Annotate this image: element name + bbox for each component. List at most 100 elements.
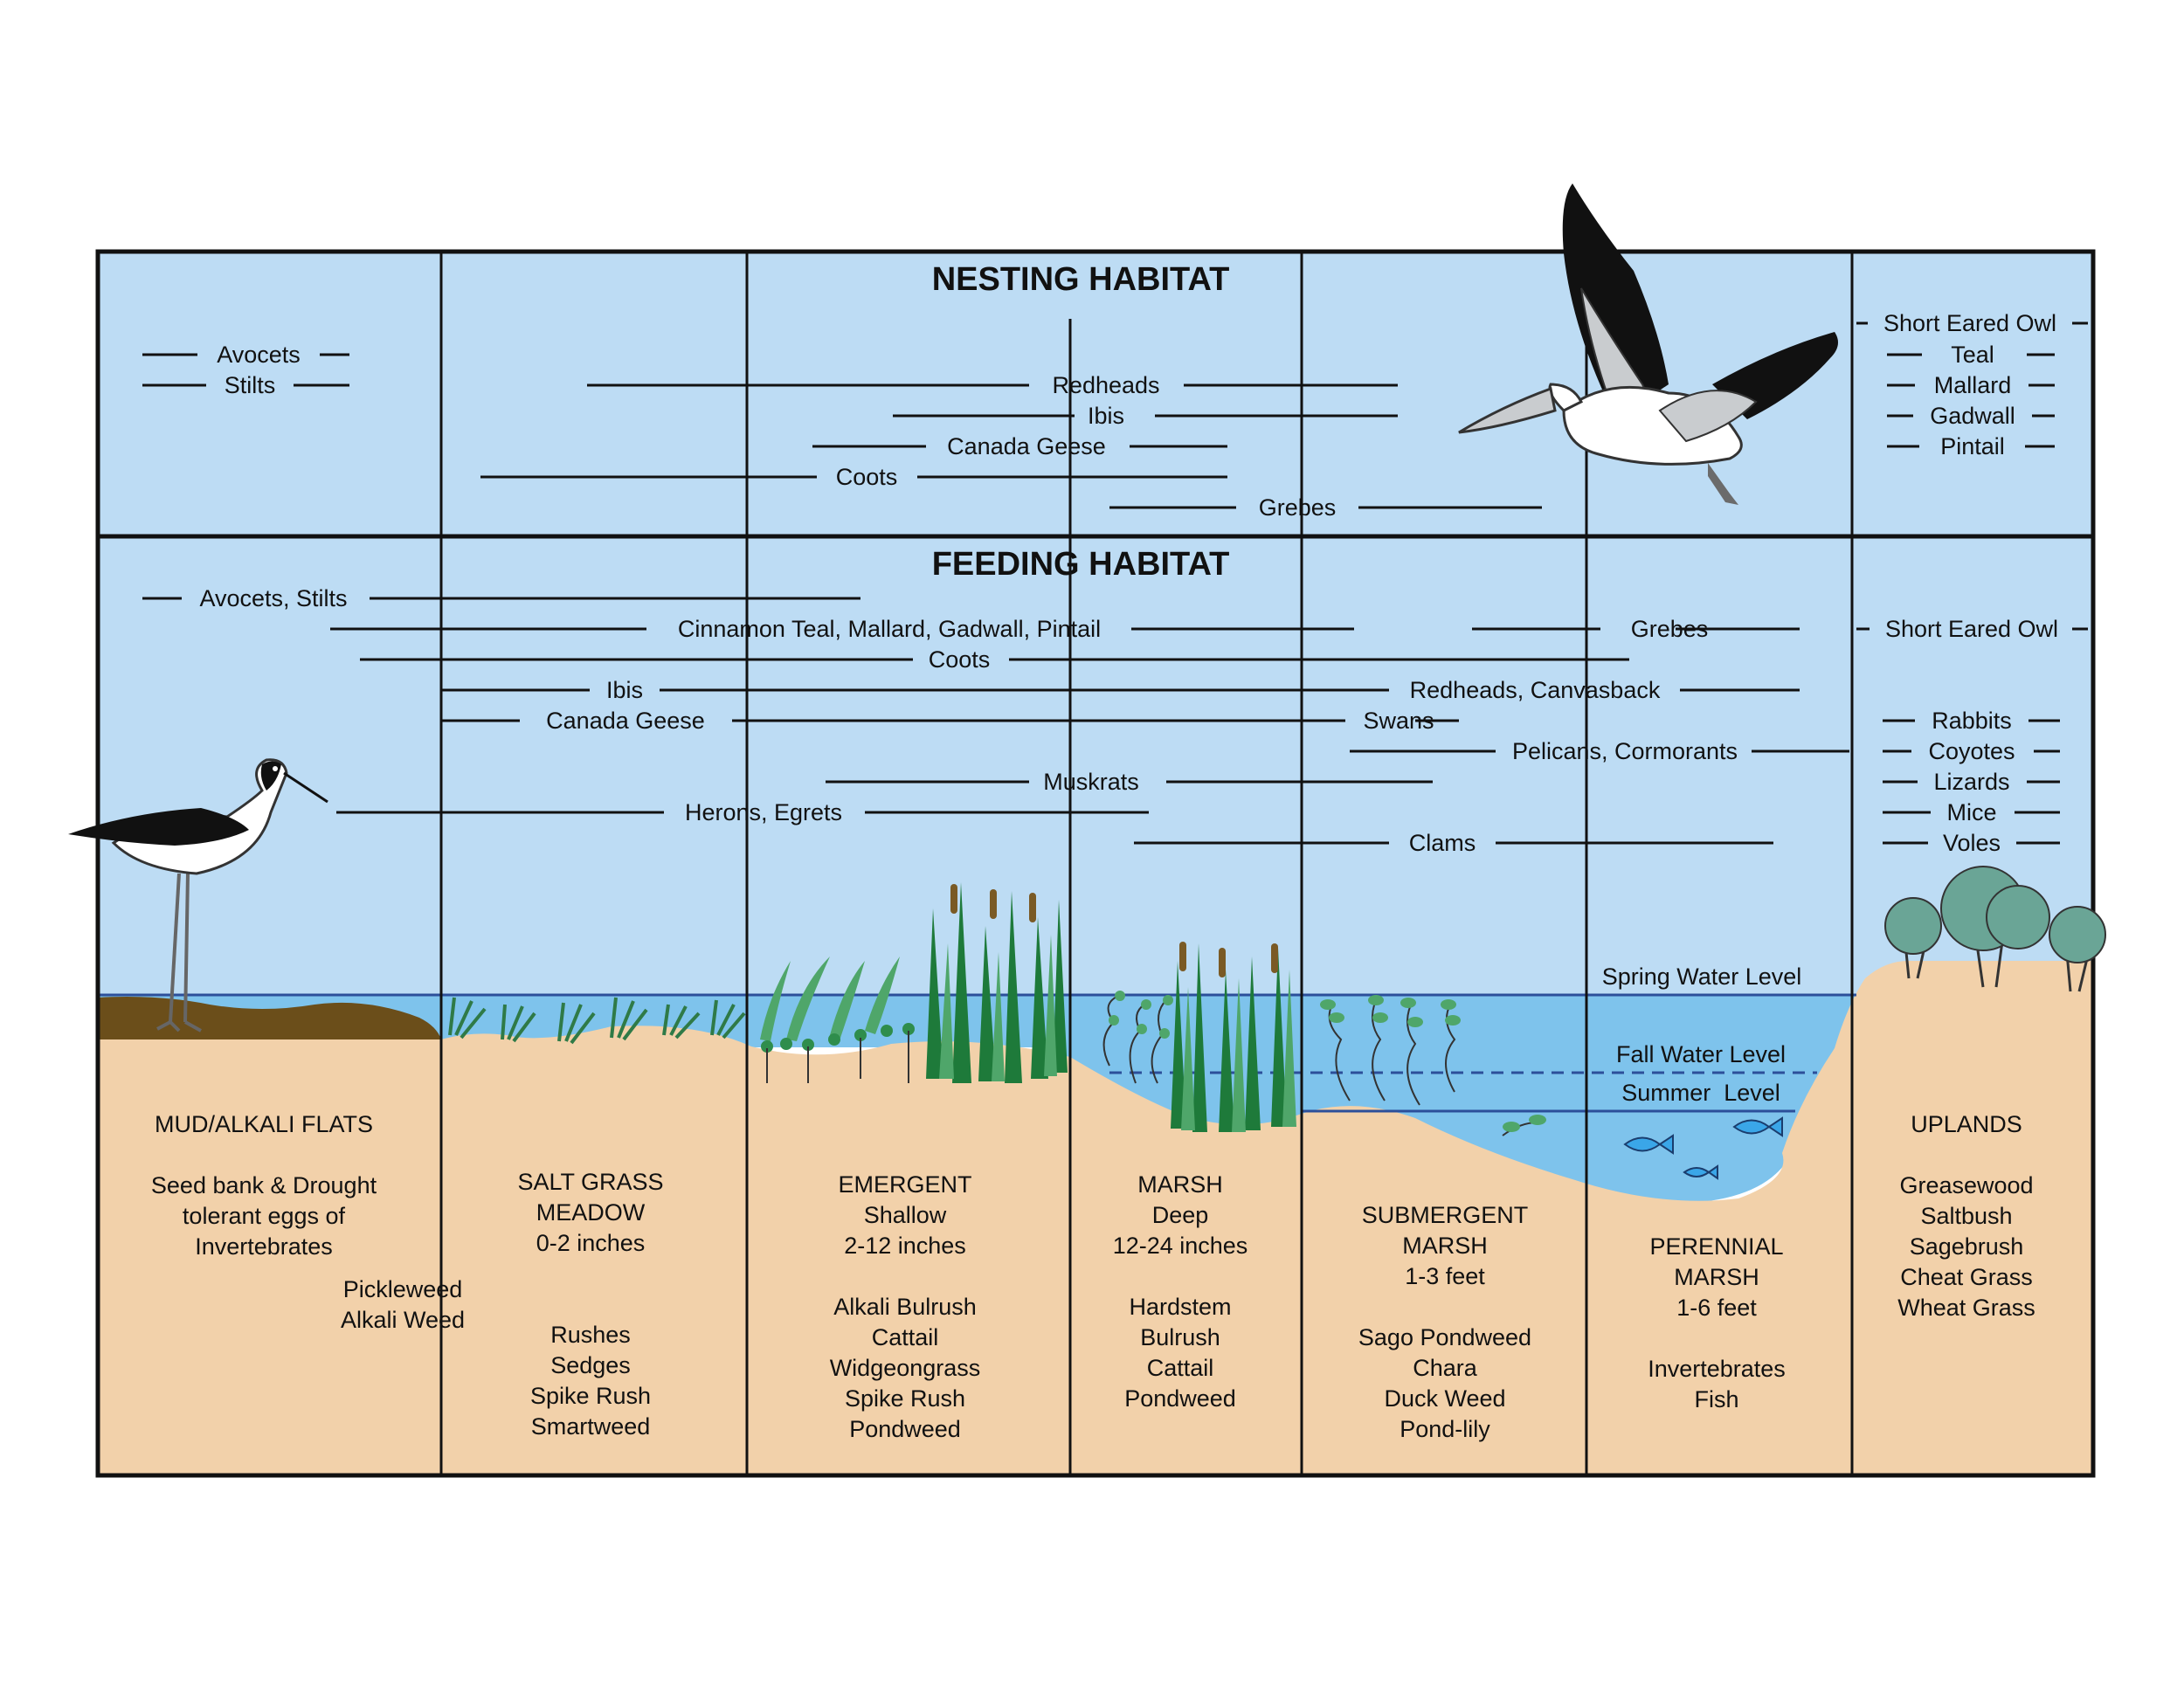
zone-0-line-0: MUD/ALKALI FLATS bbox=[155, 1111, 373, 1137]
zone-6-line-5: Cheat Grass bbox=[1900, 1264, 2033, 1290]
zone-3-line-2: 12-24 inches bbox=[1113, 1233, 1248, 1259]
zone-0-line-3: tolerant eggs of bbox=[183, 1203, 346, 1229]
zone-2-line-5: Cattail bbox=[872, 1324, 939, 1350]
nest-upland-1: Teal bbox=[1951, 342, 1994, 368]
zone-3-line-6: Cattail bbox=[1147, 1355, 1214, 1381]
feed-upland-4: Voles bbox=[1943, 830, 2001, 856]
zone-4-line-2: 1-3 feet bbox=[1405, 1263, 1485, 1289]
nest-upland-0: Short Eared Owl bbox=[1883, 310, 2056, 336]
zone-2-line-7: Spike Rush bbox=[845, 1385, 965, 1412]
feed-clams: Clams bbox=[1409, 830, 1476, 856]
zone-6-line-0: UPLANDS bbox=[1911, 1111, 2022, 1137]
upland-shrubs bbox=[1884, 866, 2106, 992]
fish-icon bbox=[1623, 1134, 1674, 1155]
feed-upland-0: Rabbits bbox=[1932, 708, 2012, 734]
zone-2-line-1: Shallow bbox=[864, 1202, 947, 1228]
feed-upland-3: Mice bbox=[1946, 799, 1996, 825]
pickleweed-label: Pickleweed bbox=[343, 1276, 463, 1302]
zone-1-line-6: Sedges bbox=[550, 1352, 631, 1378]
feed-swans: Swans bbox=[1363, 708, 1434, 734]
zone-2-line-8: Pondweed bbox=[849, 1416, 961, 1442]
zone-6-line-4: Sagebrush bbox=[1910, 1233, 2024, 1260]
zone-2-line-4: Alkali Bulrush bbox=[833, 1294, 977, 1320]
nest-upland-3: Gadwall bbox=[1930, 403, 2015, 429]
zone-0-line-4: Invertebrates bbox=[195, 1233, 333, 1260]
fish-icons bbox=[1623, 1116, 1783, 1180]
zone-5-line-0: PERENNIAL bbox=[1649, 1233, 1783, 1260]
fall-water-level-label: Fall Water Level bbox=[1616, 1041, 1786, 1067]
nesting-habitat-title: NESTING HABITAT bbox=[932, 261, 1230, 298]
alkali-weed-label: Alkali Weed bbox=[341, 1307, 465, 1333]
feeding-labels: Avocets, Stilts Cinnamon Teal, Mallard, … bbox=[199, 585, 2058, 856]
zone-1-line-1: MEADOW bbox=[536, 1199, 646, 1226]
zone-6-line-6: Wheat Grass bbox=[1897, 1295, 2035, 1321]
fish-icon bbox=[1732, 1116, 1783, 1137]
feed-redheads-canvasback: Redheads, Canvasback bbox=[1410, 677, 1661, 703]
zone-5-line-1: MARSH bbox=[1674, 1264, 1759, 1290]
zone-1-line-8: Smartweed bbox=[531, 1413, 651, 1440]
spring-water-level-label: Spring Water Level bbox=[1602, 963, 1802, 990]
summer-water-level-label: Summer Level bbox=[1621, 1080, 1780, 1106]
zone-3-line-5: Bulrush bbox=[1140, 1324, 1220, 1350]
zone-6-line-3: Saltbush bbox=[1920, 1203, 2012, 1229]
nest-ibis: Ibis bbox=[1088, 403, 1124, 429]
nest-grebes: Grebes bbox=[1259, 494, 1337, 521]
feed-herons-egrets: Herons, Egrets bbox=[685, 799, 842, 825]
nest-stilts: Stilts bbox=[225, 372, 276, 398]
zone-6-line-2: Greasewood bbox=[1899, 1172, 2033, 1198]
zone-4-line-4: Sago Pondweed bbox=[1358, 1324, 1531, 1350]
zone-1-line-2: 0-2 inches bbox=[536, 1230, 646, 1256]
nest-upland-2: Mallard bbox=[1934, 372, 2012, 398]
emergent-plants bbox=[760, 882, 1068, 1083]
feed-dabblers: Cinnamon Teal, Mallard, Gadwall, Pintail bbox=[678, 616, 1101, 642]
submergent-plants bbox=[1320, 995, 1546, 1136]
zone-3-line-4: Hardstem bbox=[1129, 1294, 1231, 1320]
feed-upland-2: Lizards bbox=[1933, 769, 2009, 795]
feeding-habitat-title: FEEDING HABITAT bbox=[932, 546, 1230, 583]
grid-lines bbox=[95, 249, 2096, 1478]
zone-3-line-0: MARSH bbox=[1137, 1171, 1223, 1198]
mud-flat bbox=[98, 997, 441, 1039]
feed-canada-geese: Canada Geese bbox=[546, 708, 705, 734]
nest-coots: Coots bbox=[836, 464, 898, 490]
nest-canada-geese: Canada Geese bbox=[947, 433, 1106, 459]
zone-4-line-0: SUBMERGENT bbox=[1362, 1202, 1529, 1228]
nest-redheads: Redheads bbox=[1052, 372, 1159, 398]
zone-4-line-7: Pond-lily bbox=[1400, 1416, 1490, 1442]
zone-5-line-2: 1-6 feet bbox=[1676, 1295, 1757, 1321]
feed-grebes: Grebes bbox=[1631, 616, 1709, 642]
zone-0-line-2: Seed bank & Drought bbox=[151, 1172, 377, 1198]
zone-3-line-1: Deep bbox=[1152, 1202, 1209, 1228]
zone-2-line-0: EMERGENT bbox=[838, 1171, 971, 1198]
nesting-labels: Avocets Stilts Redheads Ibis Canada Gees… bbox=[217, 310, 2056, 521]
zone-5-line-4: Invertebrates bbox=[1648, 1356, 1786, 1382]
zone-1-line-5: Rushes bbox=[550, 1322, 631, 1348]
zone-4-line-6: Duck Weed bbox=[1384, 1385, 1505, 1412]
zone-5-line-5: Fish bbox=[1694, 1386, 1738, 1412]
feed-pelicans-cormorants: Pelicans, Cormorants bbox=[1512, 738, 1738, 764]
zone-4-line-1: MARSH bbox=[1402, 1233, 1488, 1259]
zone-1-line-7: Spike Rush bbox=[530, 1383, 651, 1409]
nest-avocets: Avocets bbox=[217, 342, 301, 368]
feed-coots: Coots bbox=[929, 646, 991, 673]
stilt-bird-illustration bbox=[68, 758, 328, 1032]
zone-descriptions: MUD/ALKALI FLATS Seed bank & Drought toler… bbox=[151, 1111, 2035, 1442]
feed-short-eared-owl: Short Eared Owl bbox=[1885, 616, 2058, 642]
zone-4-line-5: Chara bbox=[1413, 1355, 1478, 1381]
zone-3-line-7: Pondweed bbox=[1124, 1385, 1236, 1412]
soil-ground bbox=[98, 960, 2093, 1475]
zone-2-line-6: Widgeongrass bbox=[830, 1355, 981, 1381]
feed-upland-1: Coyotes bbox=[1928, 738, 2015, 764]
zone-2-line-2: 2-12 inches bbox=[844, 1233, 966, 1259]
pelican-illustration bbox=[1458, 183, 1838, 505]
marsh-plants bbox=[1102, 942, 1296, 1132]
feed-avocets-stilts: Avocets, Stilts bbox=[199, 585, 347, 611]
feed-ibis: Ibis bbox=[606, 677, 643, 703]
habitat-range-lines bbox=[142, 321, 2088, 845]
feed-muskrats: Muskrats bbox=[1043, 769, 1139, 795]
zone-1-line-0: SALT GRASS bbox=[517, 1169, 663, 1195]
nest-upland-4: Pintail bbox=[1940, 433, 2005, 459]
salt-grass-plants bbox=[448, 997, 746, 1045]
